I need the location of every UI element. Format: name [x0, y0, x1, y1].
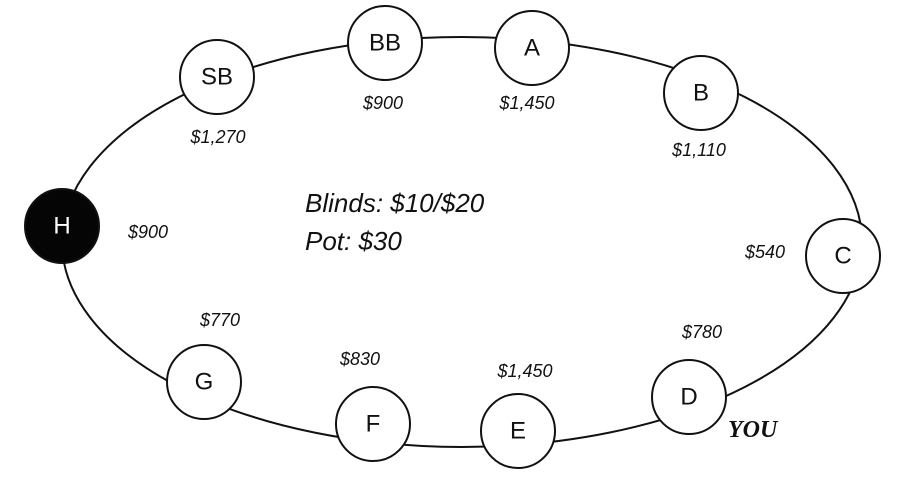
seat-f: F $830: [335, 349, 411, 462]
seat-name-label: B: [693, 80, 709, 107]
seat-stack-label: $1,450: [496, 361, 552, 381]
seat-name-label: G: [195, 369, 214, 396]
seat-circle: [24, 188, 100, 264]
seat-h: H $900: [24, 188, 168, 264]
seat-stack-label: $1,270: [189, 127, 245, 147]
seat-name-label: D: [680, 384, 697, 411]
seat-stack-label: $540: [744, 242, 785, 262]
seat-name-label: SB: [201, 64, 233, 91]
seat-stack-label: $900: [362, 93, 403, 113]
seat-bb: BB $900: [347, 5, 423, 113]
seat-name-label: C: [834, 243, 851, 270]
seat-stack-label: $780: [681, 322, 722, 342]
seat-name-label: BB: [369, 30, 401, 57]
pot-label: Pot: $30: [305, 226, 402, 256]
seat-c: C $540: [744, 218, 881, 294]
seat-stack-label: $1,110: [671, 140, 726, 160]
seat-stack-label: $830: [339, 349, 380, 369]
seat-circle: [335, 386, 411, 462]
seat-circle: [494, 10, 570, 86]
seat-e: E $1,450: [480, 361, 556, 469]
seat-circle: [663, 55, 739, 131]
seat-stack-label: $770: [199, 310, 240, 330]
you-label: YOU: [728, 417, 779, 443]
seat-b: B $1,110: [663, 55, 739, 160]
seat-name-label: A: [524, 35, 540, 62]
seat-stack-label: $1,450: [498, 93, 554, 113]
seat-circle: [480, 393, 556, 469]
blinds-label: Blinds: $10/$20: [305, 188, 485, 218]
seat-a: A $1,450: [494, 10, 570, 113]
seat-circle: [651, 359, 727, 435]
seat-circle: [166, 344, 242, 420]
seat-name-label: F: [366, 411, 381, 438]
seat-circle: [347, 5, 423, 81]
seat-circle: [179, 39, 255, 115]
seat-d: D $780: [651, 322, 727, 435]
seat-name-label: H: [53, 213, 70, 240]
seat-sb: SB $1,270: [179, 39, 255, 147]
seat-g: G $770: [166, 310, 242, 420]
seat-stack-label: $900: [127, 222, 168, 242]
seat-name-label: E: [510, 418, 526, 445]
seat-circle: [805, 218, 881, 294]
